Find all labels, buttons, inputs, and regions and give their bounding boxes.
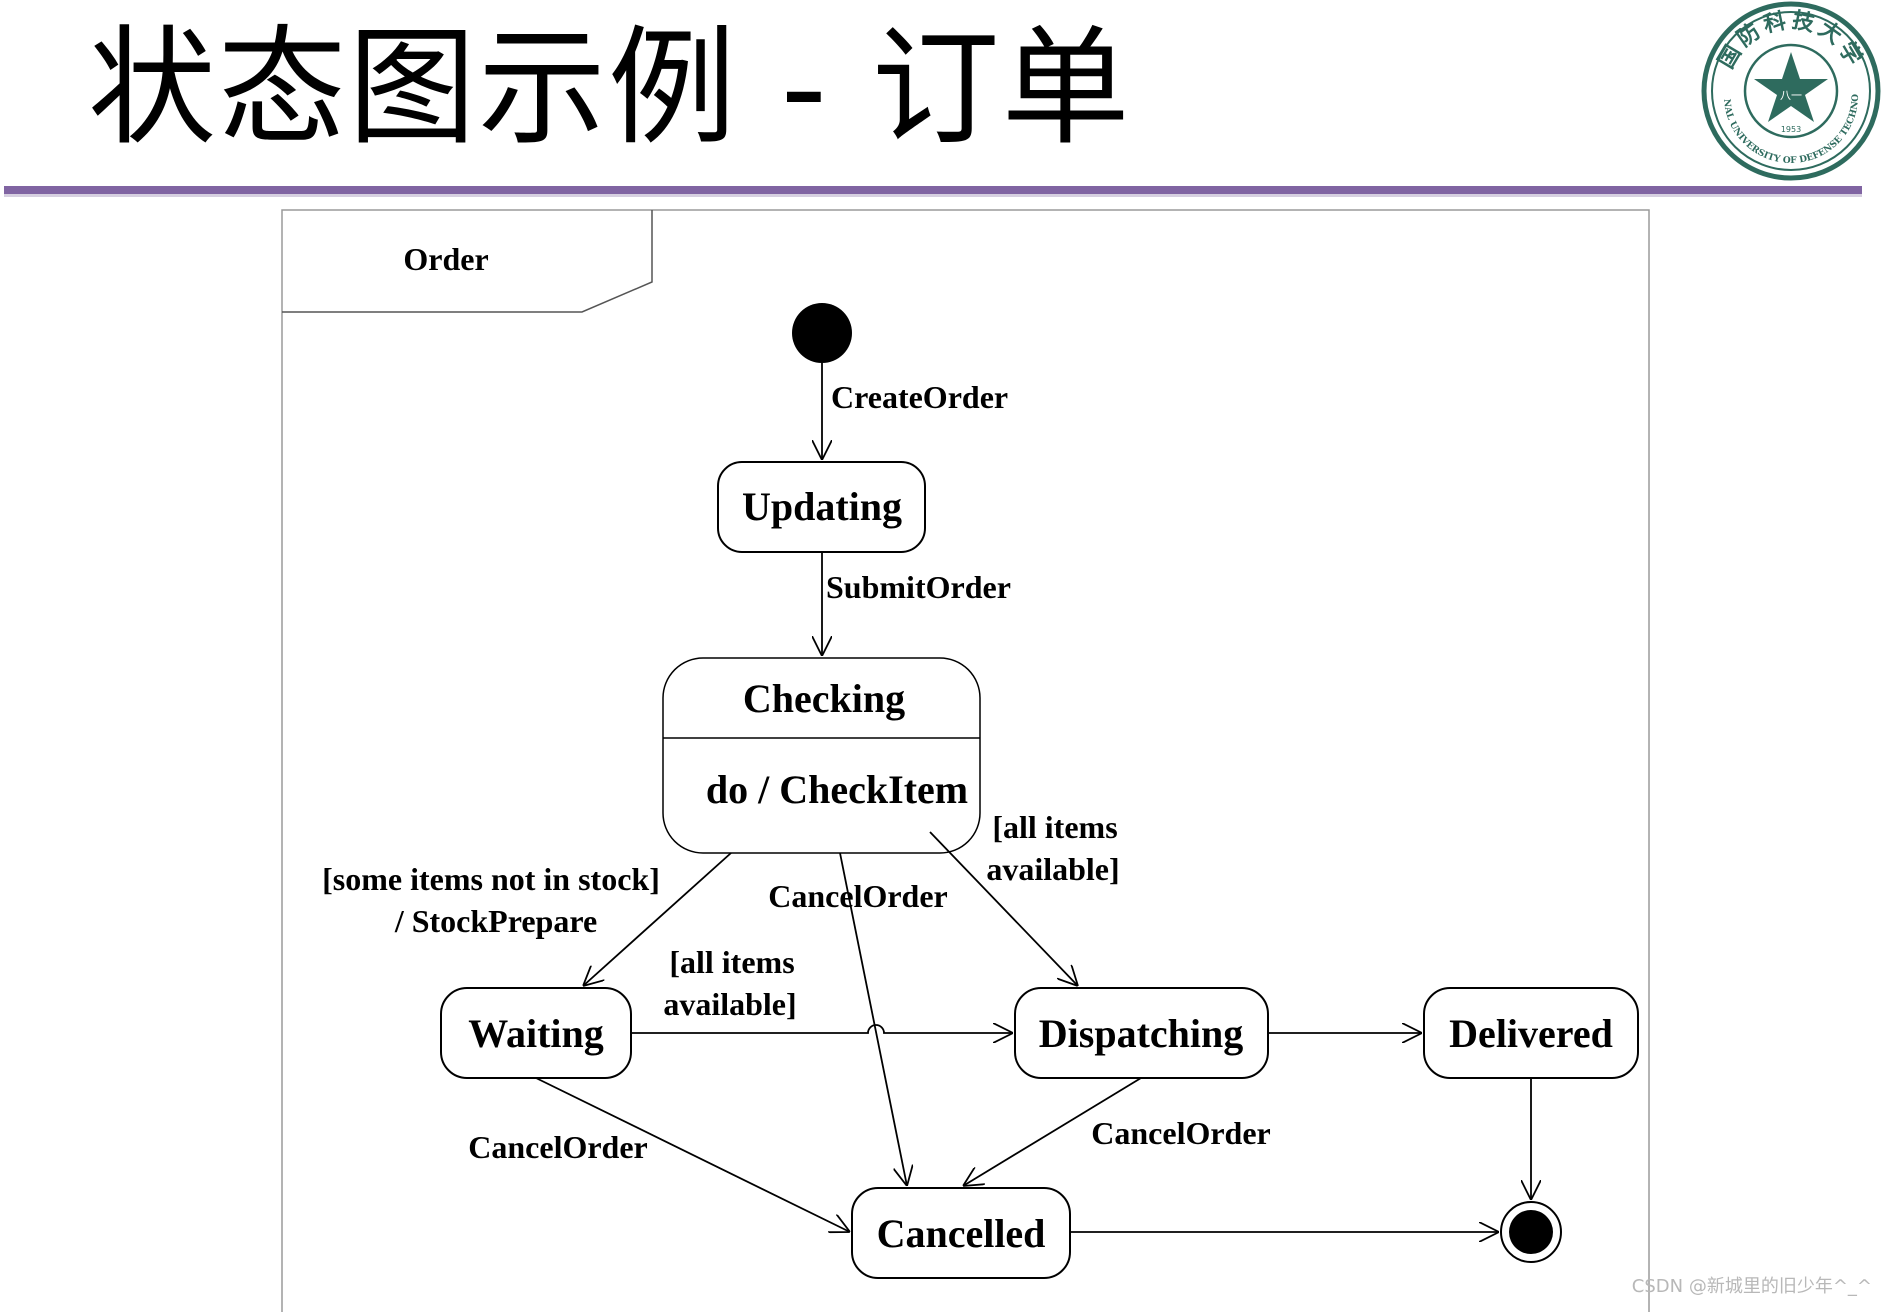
label-create-order: CreateOrder — [831, 379, 1008, 415]
watermark: CSDN @新城里的旧少年^_^ — [1631, 1276, 1872, 1297]
state-waiting: Waiting — [440, 987, 632, 1079]
label-some-items-guard: [some items not in stock] — [322, 861, 660, 897]
final-state — [1500, 1201, 1562, 1263]
state-checking-activity: do / CheckItem — [706, 767, 968, 812]
state-dispatching: Dispatching — [1014, 987, 1269, 1079]
label-all-items-waiting-line2: available] — [663, 986, 796, 1022]
nudt-seal-icon: 国防科技大学 NATIONAL UNIVERSITY OF DEFENSE TE… — [1700, 0, 1881, 181]
label-all-items-dispatch-line1: [all items — [992, 809, 1117, 845]
state-waiting-label: Waiting — [468, 1011, 604, 1056]
transition-waiting-to-dispatching — [631, 1025, 1013, 1033]
slide-title: 状态图示例 - 订单 — [88, 14, 1132, 163]
label-stock-prepare: / StockPrepare — [394, 903, 597, 939]
label-cancel-from-waiting: CancelOrder — [468, 1129, 648, 1165]
label-all-items-waiting-line1: [all items — [669, 944, 794, 980]
transition-waiting-to-cancelled — [535, 1077, 850, 1232]
state-delivered-label: Delivered — [1449, 1011, 1613, 1056]
state-updating: Updating — [717, 461, 926, 553]
transition-checking-to-cancelled — [839, 852, 907, 1186]
state-cancelled: Cancelled — [851, 1187, 1071, 1279]
title-divider — [4, 186, 1862, 194]
state-checking: Checking do / CheckItem — [662, 657, 981, 854]
seal-year: 1953 — [1781, 125, 1801, 134]
state-cancelled-label: Cancelled — [877, 1211, 1046, 1256]
state-checking-label: Checking — [743, 676, 905, 721]
state-delivered: Delivered — [1423, 987, 1639, 1079]
title-divider-shadow — [4, 194, 1862, 197]
state-dispatching-label: Dispatching — [1039, 1011, 1244, 1056]
transition-checking-to-waiting — [583, 852, 732, 986]
seal-star-text: 八一 — [1780, 89, 1802, 102]
state-updating-label: Updating — [742, 484, 902, 529]
initial-state — [792, 303, 852, 363]
transition-dispatching-to-cancelled — [963, 1077, 1142, 1186]
label-cancel-from-checking: CancelOrder — [768, 878, 948, 914]
diagram-frame — [281, 209, 1650, 1312]
transition-checking-to-dispatching — [929, 831, 1078, 986]
label-submit-order: SubmitOrder — [826, 569, 1011, 605]
frame-name-tab — [282, 210, 653, 313]
frame-label: Order — [403, 241, 488, 277]
label-all-items-dispatch-line2: available] — [986, 851, 1119, 887]
label-cancel-from-dispatching: CancelOrder — [1091, 1115, 1271, 1151]
